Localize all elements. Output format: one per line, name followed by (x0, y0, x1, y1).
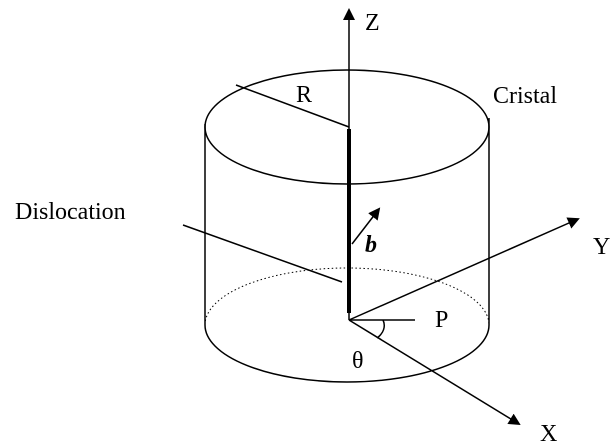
y-axis (348, 217, 580, 321)
y-axis-label: Y (593, 234, 610, 260)
z-axis-label: Z (365, 10, 380, 36)
x-axis (348, 319, 521, 426)
burgers-vector-arrow (351, 207, 381, 245)
point-label: P (435, 307, 448, 333)
burgers-vector-label: b (365, 232, 377, 258)
crystal-label: Cristal (493, 83, 557, 109)
x-axis-label: X (540, 421, 557, 445)
angle-arc (376, 319, 386, 339)
radius-label: R (296, 82, 312, 108)
angle-label: θ (352, 348, 364, 374)
dislocation-label: Dislocation (15, 199, 126, 225)
cylinder-bottom-front-arc (204, 324, 490, 383)
dislocation-pointer (182, 224, 343, 283)
radius-line (235, 84, 350, 128)
